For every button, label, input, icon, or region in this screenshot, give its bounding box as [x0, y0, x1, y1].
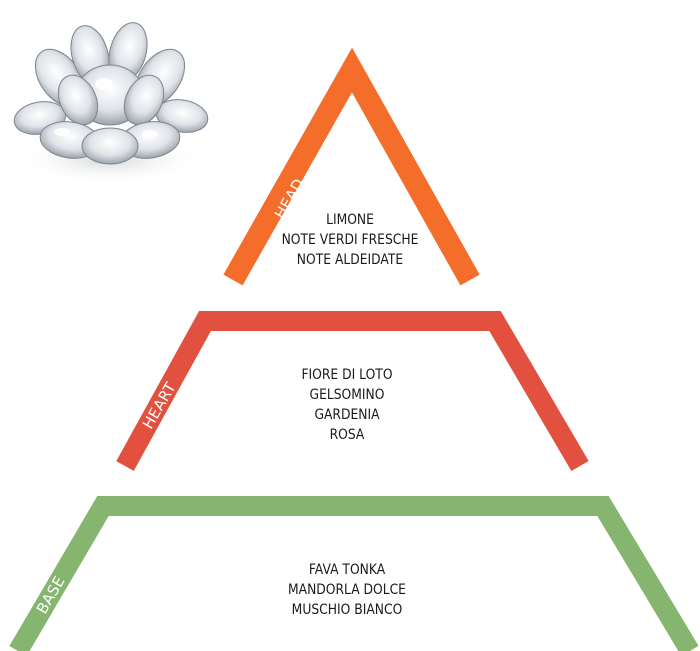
base-note: FAVA TONKA — [308, 562, 386, 578]
head-note: LIMONE — [326, 212, 374, 228]
heart-note: FIORE DI LOTO — [301, 367, 393, 383]
crystal-lotus-flower-icon — [13, 22, 209, 184]
base-tier-outline — [9, 496, 699, 651]
base-tier-label: BASE — [33, 573, 69, 617]
heart-note: GELSOMINO — [309, 387, 385, 403]
base-notes-list: FAVA TONKA MANDORLA DOLCE MUSCHIO BIANCO — [263, 560, 430, 620]
heart-note: ROSA — [329, 427, 365, 443]
base-note: MANDORLA DOLCE — [288, 582, 406, 598]
head-notes-list: LIMONE NOTE VERDI FRESCHE NOTE ALDEIDATE — [266, 210, 433, 270]
heart-note: GARDENIA — [314, 407, 380, 423]
head-note: NOTE ALDEIDATE — [296, 252, 404, 268]
base-note: MUSCHIO BIANCO — [291, 602, 403, 618]
head-note: NOTE VERDI FRESCHE — [281, 232, 419, 248]
head-tier-outline — [223, 47, 480, 286]
heart-tier-outline — [116, 311, 589, 472]
heart-notes-list: FIORE DI LOTO GELSOMINO GARDENIA ROSA — [263, 365, 430, 445]
